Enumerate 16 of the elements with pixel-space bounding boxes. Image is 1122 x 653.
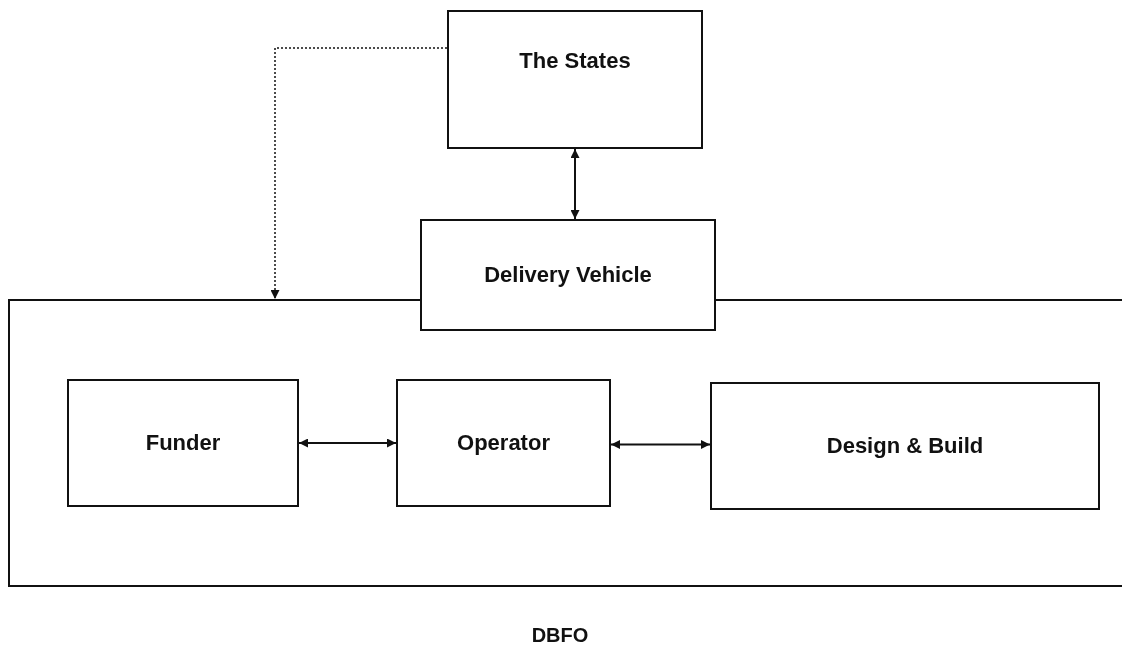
arrow [610,440,711,449]
box-label: Design & Build [826,433,984,459]
arrow [298,438,397,448]
node-label: DBFO [531,624,589,647]
process-box [67,379,299,507]
box-label: Operator [457,430,550,456]
process-box [447,10,703,149]
box-label: Funder [145,430,221,456]
process-box [420,219,716,331]
process-box [396,379,611,507]
arrow [570,148,580,220]
box-label: Delivery Vehicle [484,262,652,288]
arrow [270,47,448,300]
process-box [710,382,1100,510]
box-label: The States [519,48,631,74]
frame-box [8,299,1122,587]
